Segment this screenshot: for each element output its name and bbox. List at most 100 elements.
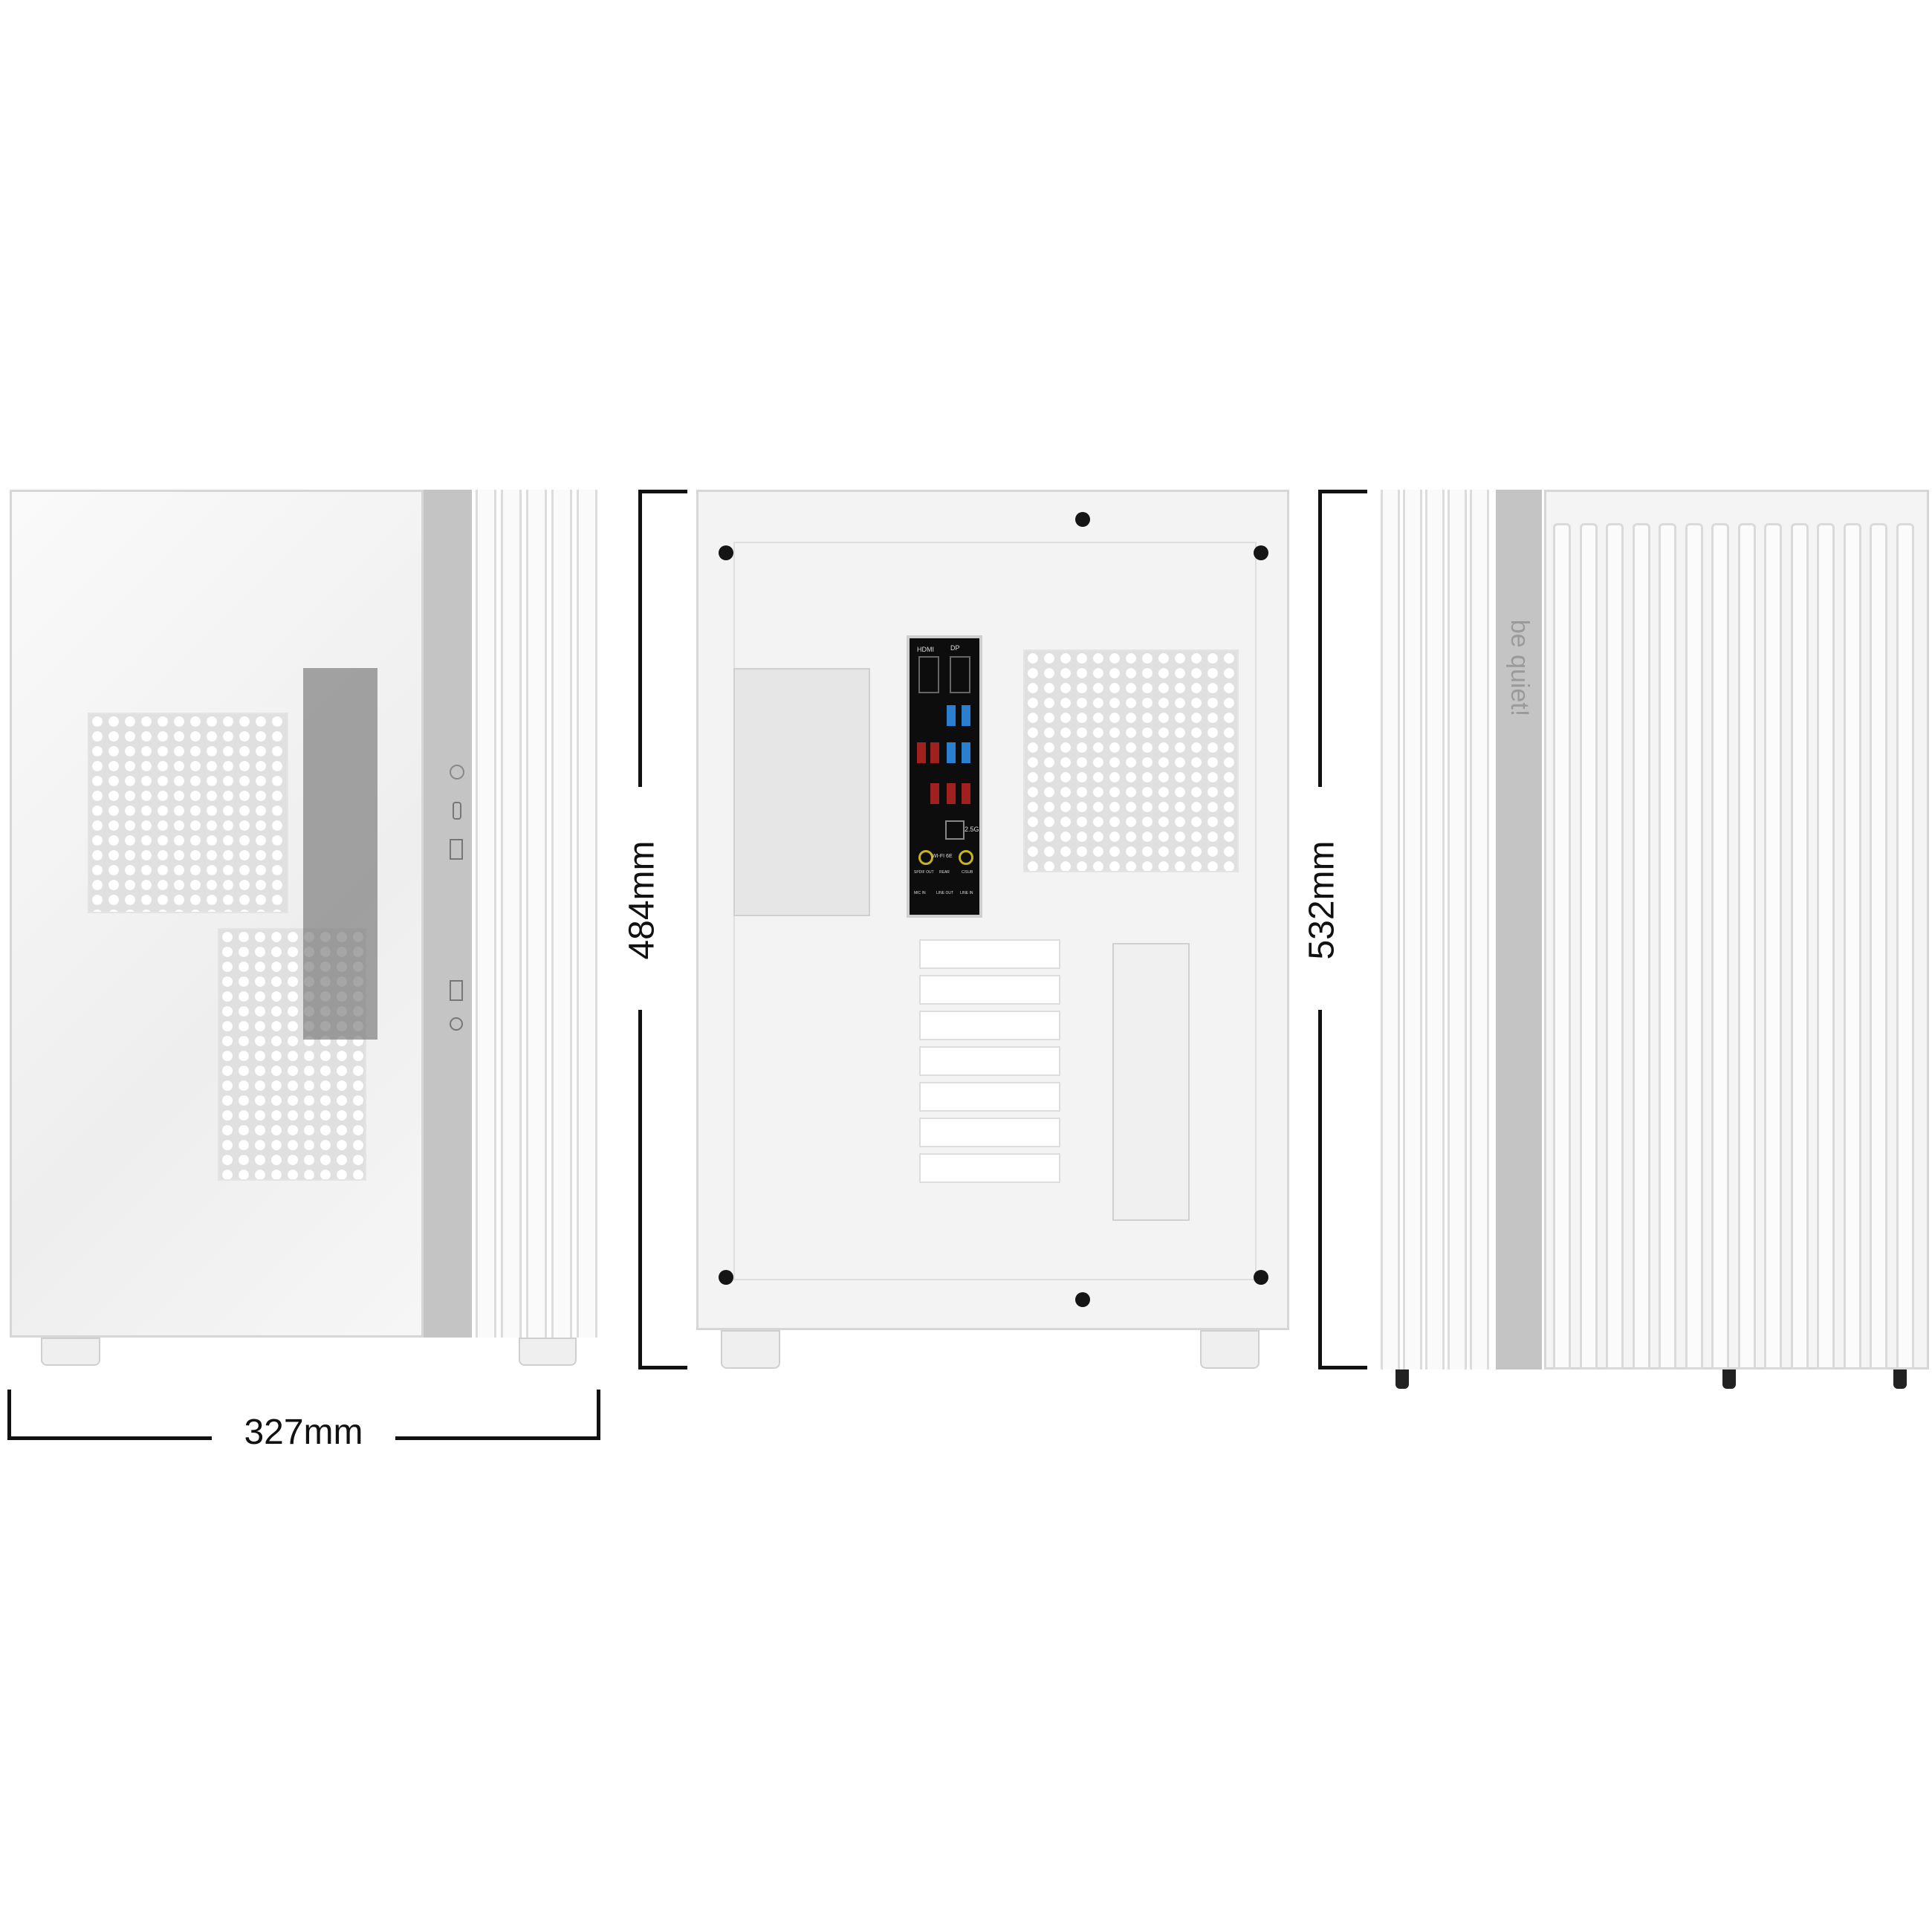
expansion-slot (919, 975, 1060, 1005)
expansion-slot (919, 1153, 1060, 1183)
front-io-ports (441, 757, 474, 1069)
rear-view: HDMI DP 2.5G WI-FI 6E SPDIF OUT REAR C/S… (696, 490, 1291, 1369)
vent-bar (1843, 523, 1861, 1369)
mic-in-label: MIC IN (914, 891, 926, 895)
usb-port-red (947, 783, 956, 804)
fan-mount-grille (88, 713, 288, 913)
rear-label: REAR (939, 870, 950, 875)
motherboard-tray (303, 668, 377, 1040)
fin (551, 490, 572, 1338)
dimension-line (1318, 1010, 1322, 1369)
line-in-label: LINE IN (960, 891, 973, 895)
front-accent-strip (424, 490, 472, 1338)
vent-bar (1764, 523, 1782, 1369)
vent-bar (1606, 523, 1624, 1369)
foot (1200, 1330, 1260, 1369)
usb-a-port (450, 839, 463, 860)
fin (577, 490, 597, 1338)
fin (476, 490, 496, 1338)
wifi-label: WI-FI 6E (932, 854, 953, 859)
screw (1254, 1270, 1268, 1285)
width-dimension: 327mm (7, 1390, 600, 1452)
vent-bar (1553, 523, 1571, 1369)
fin (1470, 490, 1489, 1369)
vent-bar (1659, 523, 1676, 1369)
rear-fan-grille (1023, 649, 1239, 872)
hdmi-port (918, 656, 939, 693)
dimension-tick (1318, 1366, 1367, 1369)
vent-bar (1870, 523, 1887, 1369)
expansion-slot (919, 1118, 1060, 1147)
vent-bar (1737, 523, 1756, 1369)
expansion-slot (919, 1046, 1060, 1076)
expansion-slots (904, 932, 1064, 1214)
vent-bar (1632, 523, 1650, 1369)
psu-opening (733, 668, 870, 916)
usb-port-red (962, 783, 970, 804)
dp-port (950, 656, 970, 693)
dimension-line (638, 1010, 642, 1369)
io-shield: HDMI DP 2.5G WI-FI 6E SPDIF OUT REAR C/S… (907, 635, 982, 918)
front-view: be quiet! (1381, 490, 1931, 1393)
width-label: 327mm (244, 1413, 363, 1452)
dimension-tick (638, 1366, 687, 1369)
foot (41, 1338, 100, 1366)
screw (1075, 1292, 1090, 1307)
front-accent-strip (1496, 490, 1542, 1369)
wifi-antenna-connector (959, 850, 973, 865)
vent-bar (1790, 523, 1809, 1369)
usb-port-red (917, 742, 926, 763)
vent-bar (1711, 523, 1729, 1369)
usb-port-red (930, 742, 939, 763)
fin (1448, 490, 1467, 1369)
hdmi-label: HDMI (917, 646, 934, 653)
vent-bars (1553, 523, 1921, 1369)
vent-bar (1579, 523, 1598, 1369)
screw (1254, 545, 1268, 560)
dimension-tick (1318, 490, 1367, 493)
dp-label: DP (950, 644, 960, 652)
ethernet-label: 2.5G (965, 826, 979, 833)
foot (1722, 1369, 1736, 1389)
foot (519, 1338, 577, 1366)
usb-port-blue (947, 705, 956, 726)
power-button (450, 765, 464, 779)
usb-port-red (930, 783, 939, 804)
spdif-label: SPDIF OUT (914, 870, 934, 875)
usb-port-blue (962, 742, 970, 763)
front-fins (476, 490, 598, 1338)
depth-dimension: 484mm (623, 490, 690, 1369)
front-fins (1381, 490, 1492, 1369)
screw (1075, 512, 1090, 527)
depth-label: 484mm (622, 840, 662, 960)
dimension-tick (597, 1390, 600, 1440)
height-label: 532mm (1302, 840, 1342, 960)
ethernet-port (945, 820, 965, 840)
usb-port-blue (962, 705, 970, 726)
usb-a-port (450, 980, 463, 1001)
side-view (10, 490, 598, 1367)
foot (1893, 1369, 1907, 1389)
expansion-slot (919, 939, 1060, 969)
expansion-slot (919, 1011, 1060, 1040)
fin (526, 490, 547, 1338)
foot (721, 1330, 780, 1369)
expansion-slot (919, 1082, 1060, 1112)
dimension-tick (7, 1390, 11, 1440)
fin (501, 490, 522, 1338)
dimension-line (395, 1436, 600, 1440)
vent-bar (1685, 523, 1703, 1369)
dimension-line (638, 490, 642, 787)
vertical-gpu-bracket (1112, 943, 1190, 1221)
dimension-line (1318, 490, 1322, 787)
fin (1403, 490, 1422, 1369)
fin (1425, 490, 1445, 1369)
audio-jack (450, 1017, 463, 1031)
screw (719, 545, 733, 560)
dimension-line (7, 1436, 212, 1440)
line-out-label: LINE OUT (936, 891, 954, 895)
csub-label: C/SUB (962, 870, 973, 875)
screw (719, 1270, 733, 1285)
height-dimension: 532mm (1303, 490, 1370, 1369)
vent-bar (1896, 523, 1914, 1369)
